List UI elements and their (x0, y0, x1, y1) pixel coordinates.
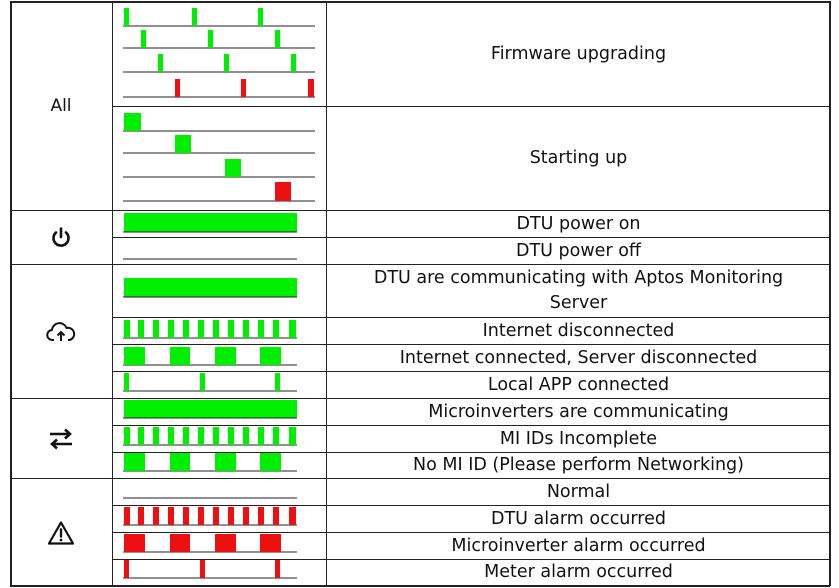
row-desc-microinverters-communicating: Microinverters are communicating (428, 401, 729, 422)
row-desc-line-1: DTU are communicating with Aptos Monitor… (373, 268, 784, 288)
row-desc-normal: Normal (546, 481, 611, 502)
row-separator (112, 559, 830, 560)
transfer-arrows-icon (11, 399, 111, 478)
row-separator (112, 317, 830, 318)
row-separator (112, 532, 830, 533)
row-desc-line-2: Server (549, 293, 608, 313)
row-desc-microinverter-alarm: Microinverter alarm occurred (451, 535, 706, 556)
table-border-left (10, 1, 12, 586)
group-label-all: All (50, 96, 72, 116)
row-desc-no-mi-id: No MI ID (Please perform Networking) (413, 455, 744, 475)
row-desc-dtu-power-on: DTU power on (516, 213, 641, 234)
led-pattern-fast-blink-green (123, 320, 297, 339)
led-pattern-starting-up (123, 113, 315, 202)
table-border-bottom (10, 585, 830, 587)
led-pattern-fast-blink-green (123, 427, 297, 446)
row-separator (112, 505, 830, 506)
row-separator (112, 344, 830, 345)
led-pattern-power-on (123, 213, 297, 233)
row-separator (112, 371, 830, 372)
led-pattern-single-flash-red (123, 560, 297, 579)
table-border-right (829, 1, 831, 586)
group-separator (10, 264, 830, 266)
column-divider-2 (326, 1, 328, 586)
group-separator (10, 398, 830, 400)
group-separator (10, 210, 830, 212)
row-separator (112, 106, 830, 107)
row-separator (112, 237, 830, 238)
led-pattern-fast-blink-red (123, 507, 297, 526)
table-border-top (10, 1, 830, 3)
row-desc-dtu-power-off: DTU power off (516, 240, 641, 261)
row-desc-dtu-communicating: DTU are communicating with Aptos Monitor… (327, 265, 830, 317)
row-desc-internet-disconnected: Internet disconnected (482, 320, 675, 341)
row-desc-mi-ids-incomplete: MI IDs Incomplete (499, 428, 658, 449)
cloud-icon (11, 265, 111, 398)
led-pattern-single-flash-green (123, 373, 297, 392)
led-pattern-solid-green (123, 278, 297, 298)
led-pattern-slow-blink-red (123, 534, 297, 553)
led-pattern-slow-blink-green (123, 347, 297, 366)
warning-icon (11, 479, 111, 586)
row-desc-starting-up: Starting up (529, 148, 628, 168)
row-desc-dtu-alarm: DTU alarm occurred (491, 508, 666, 529)
row-separator (112, 425, 830, 426)
row-desc-meter-alarm: Meter alarm occurred (484, 562, 673, 582)
led-pattern-solid-green (123, 400, 297, 419)
group-separator (10, 478, 830, 480)
led-pattern-firmware-upgrading (123, 8, 315, 98)
row-separator (112, 452, 830, 453)
led-pattern-off (123, 497, 297, 499)
column-divider-1 (112, 1, 114, 586)
power-icon (11, 211, 111, 264)
led-pattern-power-off (123, 258, 297, 260)
row-desc-firmware-upgrading: Firmware upgrading (490, 43, 667, 64)
row-desc-local-app-connected: Local APP connected (487, 374, 670, 395)
led-pattern-slow-blink-green (123, 453, 297, 472)
row-desc-internet-connected-server-disconnected: Internet connected, Server disconnected (399, 347, 758, 368)
